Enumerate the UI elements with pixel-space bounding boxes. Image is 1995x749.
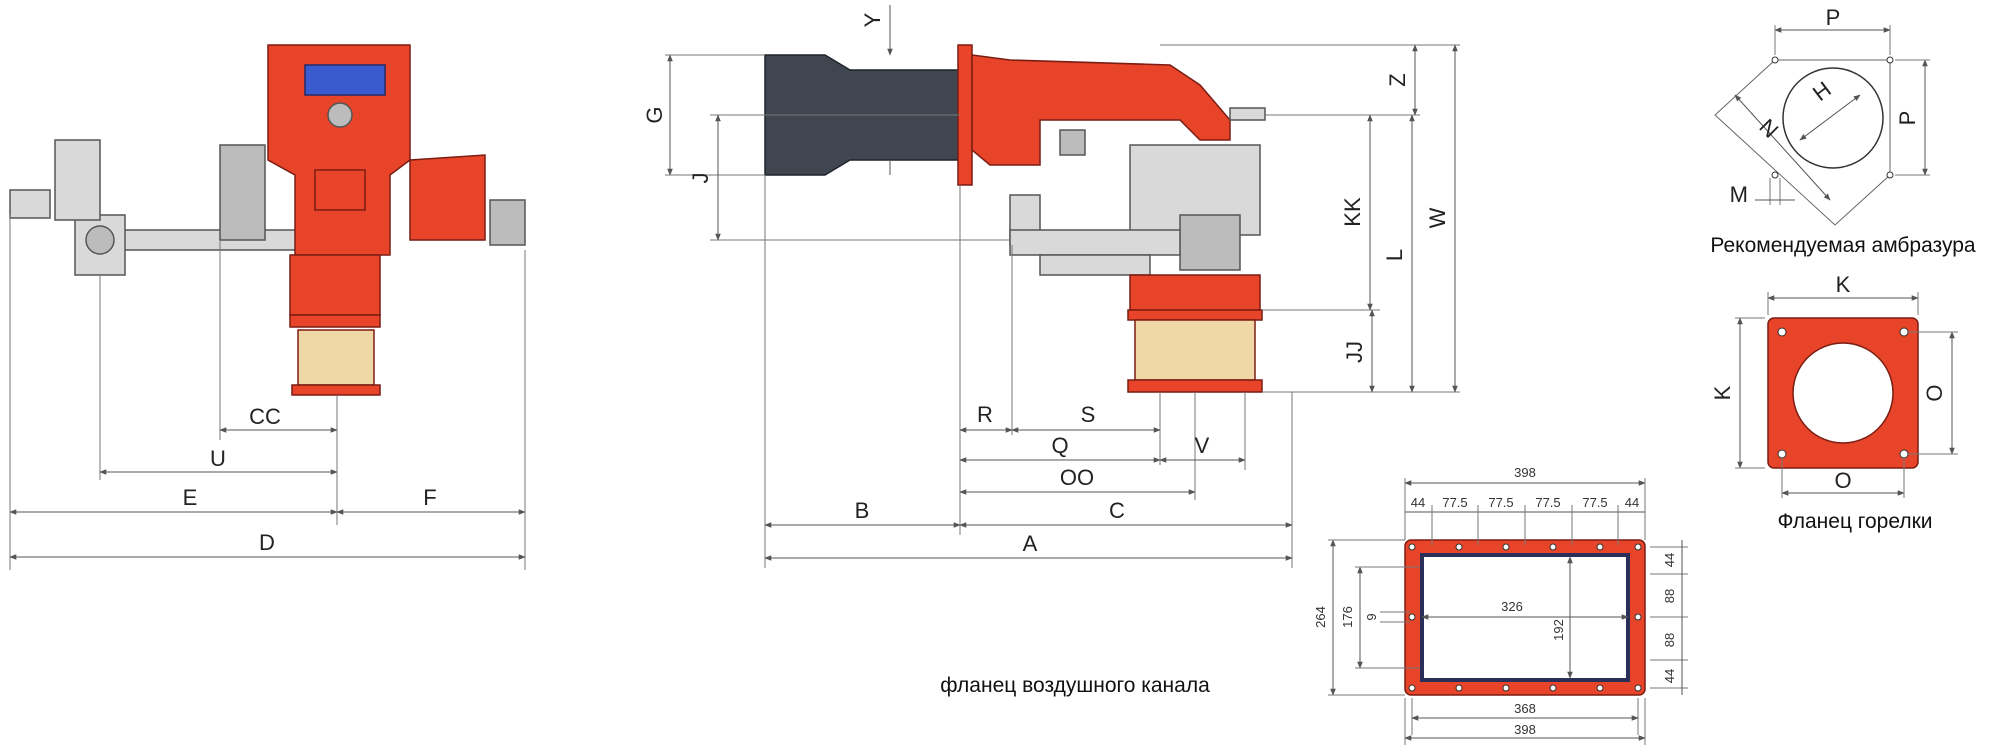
gas-valve-head	[9, 189, 51, 219]
air-flange-dim-seg-3: 77.5	[1488, 495, 1513, 510]
air-duct-insulation	[1134, 319, 1256, 381]
dim-label-p-right: P	[1895, 111, 1920, 126]
air-duct-flange	[1127, 309, 1263, 321]
dim-label-o-bottom: O	[1834, 468, 1851, 493]
dim-label-q: Q	[1051, 433, 1068, 458]
embrasure-diagram: P P H N M Рекомендуемая амбразура	[1710, 5, 1975, 257]
air-flange-dim-right-1: 44	[1662, 553, 1677, 567]
gas-filter-port	[85, 225, 115, 255]
dim-label-m: M	[1730, 182, 1748, 207]
oil-manifold	[1009, 229, 1181, 256]
air-flange-caption: фланец воздушного канала	[940, 674, 1210, 697]
burner-flange-caption: Фланец горелки	[1777, 510, 1932, 533]
dim-label-jj: JJ	[1342, 341, 1367, 363]
air-flange-holes	[1408, 543, 1642, 692]
air-flange-dim-seg-6: 44	[1625, 495, 1639, 510]
dim-label-o-right: O	[1922, 384, 1947, 401]
burner-body	[971, 54, 1231, 166]
servo	[1059, 129, 1086, 156]
dim-label-f: F	[423, 485, 436, 510]
air-flange-dim-bottom-inner: 368	[1514, 701, 1536, 716]
air-duct-upper	[1129, 274, 1261, 311]
embrasure-caption: Рекомендуемая амбразура	[1710, 234, 1975, 257]
air-flange-dim-top-total: 398	[1514, 465, 1536, 480]
dim-label-cc: CC	[249, 404, 281, 429]
burner-flange-diagram: K K O O Фланец горелки	[1710, 272, 1958, 533]
fan-motor-wing	[409, 154, 486, 241]
front-view: Y G J Z KK L W JJ R S	[642, 5, 1460, 568]
dim-label-b: B	[855, 498, 870, 523]
air-flange-dim-seg-2: 77.5	[1442, 495, 1467, 510]
dim-label-oo: OO	[1060, 465, 1094, 490]
dim-label-d: D	[259, 530, 275, 555]
burner-flange-bore	[1792, 342, 1894, 444]
air-duct-bottom-flange	[1127, 379, 1263, 393]
dim-label-s: S	[1081, 402, 1096, 427]
dim-label-v: V	[1195, 433, 1210, 458]
dim-label-g: G	[642, 106, 667, 123]
blast-tube-insulation	[297, 329, 375, 386]
embrasure-opening	[1782, 67, 1884, 169]
air-flange-dim-height-holes: 176	[1340, 606, 1355, 628]
dim-label-n: N	[1754, 114, 1783, 143]
oil-pump	[1039, 254, 1151, 276]
motor-terminal	[489, 199, 526, 246]
dim-label-e: E	[183, 485, 198, 510]
dim-label-j: J	[688, 173, 713, 184]
air-flange-dim-bottom-total: 398	[1514, 722, 1536, 737]
blast-tube-upper	[289, 254, 381, 316]
dim-label-kk: KK	[1340, 197, 1365, 227]
air-flange-dim-hole: 9	[1364, 613, 1379, 620]
air-flange-dim-inner-width: 326	[1501, 599, 1523, 614]
dim-label-k-left: K	[1710, 385, 1735, 400]
servo-motor	[327, 102, 353, 128]
dim-label-r: R	[977, 402, 993, 427]
blast-tube-flange	[289, 314, 381, 328]
air-flange-dim-right-4: 44	[1662, 669, 1677, 683]
gas-valve-block	[1179, 214, 1241, 271]
air-flange-dim-height-outer: 264	[1313, 606, 1328, 628]
dim-label-u: U	[210, 446, 226, 471]
dim-label-c: C	[1109, 498, 1125, 523]
air-flange-dim-right-3: 88	[1662, 633, 1677, 647]
control-box	[219, 144, 266, 241]
sight-window	[304, 64, 386, 96]
blast-tube-bottom-flange	[291, 384, 381, 396]
dim-label-w: W	[1425, 207, 1450, 228]
air-flange-dim-inner-height: 192	[1551, 619, 1566, 641]
air-flange-dim-seg-1: 44	[1411, 495, 1425, 510]
air-flange-dim-right-2: 88	[1662, 589, 1677, 603]
pressure-switch	[54, 139, 101, 221]
dim-label-h: H	[1808, 76, 1836, 106]
air-flange-diagram: 398 44 77.5 77.5 77.5 77.5 44 264 176 9 …	[940, 465, 1688, 745]
air-flange-dim-seg-5: 77.5	[1582, 495, 1607, 510]
mounting-flange	[957, 44, 973, 186]
dim-label-k-top: K	[1836, 272, 1851, 297]
burner-housing	[267, 44, 411, 256]
connection-pin	[1229, 107, 1266, 121]
dim-label-a: A	[1023, 531, 1038, 556]
side-view: CC U E F D	[9, 44, 526, 570]
dim-label-l: L	[1382, 249, 1407, 261]
dim-label-p-top: P	[1826, 5, 1841, 30]
air-flange-dim-seg-4: 77.5	[1535, 495, 1560, 510]
dim-label-y: Y	[860, 12, 885, 27]
dim-label-z: Z	[1385, 73, 1410, 86]
cover-plate	[314, 169, 366, 211]
